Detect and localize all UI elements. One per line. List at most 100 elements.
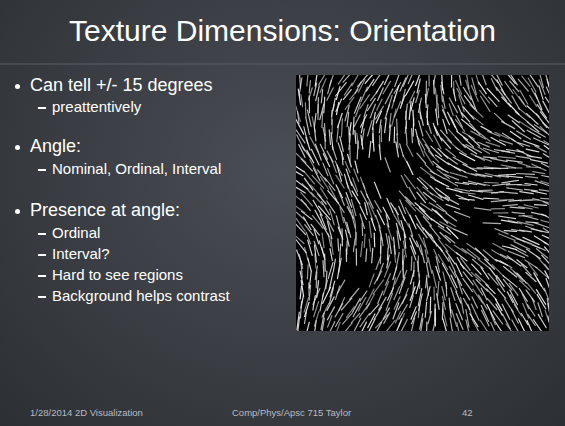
texture-stroke	[481, 96, 490, 111]
texture-stroke	[300, 301, 301, 318]
texture-stroke	[305, 103, 307, 117]
texture-stroke	[389, 236, 392, 253]
texture-stroke	[541, 163, 549, 169]
texture-stroke	[415, 203, 425, 212]
texture-stroke	[489, 97, 497, 106]
texture-stroke	[329, 130, 330, 145]
texture-stroke	[403, 241, 406, 257]
texture-stroke	[312, 149, 320, 165]
texture-stroke	[410, 296, 413, 308]
bullet-dot	[15, 145, 20, 150]
texture-stroke	[543, 202, 549, 208]
texture-stroke	[499, 216, 516, 219]
texture-stroke	[531, 160, 548, 163]
texture-stroke	[296, 152, 306, 163]
texture-stroke	[378, 88, 384, 101]
texture-stroke	[402, 261, 403, 277]
orientation-texture	[296, 75, 549, 331]
texture-stroke	[449, 98, 457, 113]
texture-stroke	[509, 283, 518, 295]
texture-stroke	[369, 239, 370, 251]
texture-stroke	[426, 322, 428, 331]
texture-stroke	[418, 303, 420, 317]
texture-stroke	[427, 287, 431, 301]
texture-stroke	[336, 322, 340, 331]
texture-stroke	[298, 89, 300, 105]
texture-stroke	[304, 171, 315, 184]
texture-strokes	[296, 75, 549, 331]
texture-stroke	[512, 320, 519, 331]
texture-stroke	[417, 153, 426, 163]
texture-stroke	[452, 310, 457, 327]
texture-stroke	[498, 157, 515, 159]
texture-stroke	[437, 294, 439, 310]
texture-stroke	[305, 302, 309, 316]
texture-stroke	[481, 288, 487, 300]
texture-stroke	[502, 97, 511, 106]
sub-bullet-text: Background helps contrast	[52, 287, 230, 304]
texture-stroke	[403, 217, 409, 228]
sub-bullet-dash	[38, 169, 46, 171]
texture-stroke	[380, 246, 382, 264]
texture-stroke	[369, 274, 374, 287]
texture-stroke	[444, 155, 457, 165]
texture-stroke	[314, 168, 321, 181]
texture-stroke	[456, 304, 463, 320]
texture-stroke	[502, 304, 510, 319]
texture-stroke	[469, 136, 480, 146]
texture-stroke	[455, 137, 465, 147]
texture-stroke	[517, 131, 531, 139]
texture-stroke	[361, 191, 368, 204]
texture-stroke	[376, 257, 381, 270]
texture-stroke	[330, 281, 335, 297]
texture-stroke	[301, 95, 303, 107]
texture-stroke	[479, 82, 487, 94]
texture-stroke	[501, 151, 514, 153]
texture-stroke	[381, 126, 382, 142]
sub-bullet-dash	[38, 107, 46, 109]
texture-stroke	[420, 319, 423, 331]
texture-stroke	[379, 297, 386, 310]
texture-stroke	[405, 175, 416, 189]
texture-stroke	[512, 212, 524, 213]
texture-stroke	[518, 79, 528, 91]
texture-stroke	[501, 165, 516, 168]
texture-stroke	[520, 192, 533, 194]
texture-stroke	[512, 121, 524, 132]
texture-stroke	[542, 255, 549, 268]
texture-stroke	[357, 141, 359, 159]
texture-stroke	[385, 118, 387, 132]
texture-stroke	[335, 161, 342, 176]
texture-stroke	[332, 146, 337, 159]
texture-stroke	[500, 199, 514, 201]
texture-stroke	[383, 281, 388, 295]
texture-stroke	[437, 204, 447, 212]
texture-stroke	[495, 113, 505, 122]
texture-stroke	[383, 308, 389, 319]
texture-stroke	[529, 264, 538, 276]
texture-stroke	[534, 222, 549, 227]
texture-stroke	[535, 146, 547, 152]
texture-stroke	[544, 146, 549, 155]
texture-stroke	[539, 86, 543, 100]
texture-stroke	[395, 75, 399, 86]
sub-bullet-text: Interval?	[52, 245, 110, 262]
texture-stroke	[306, 322, 309, 331]
texture-stroke	[493, 244, 506, 251]
texture-stroke	[400, 144, 404, 157]
texture-stroke	[523, 237, 539, 244]
texture-stroke	[409, 102, 411, 120]
texture-stroke	[459, 199, 474, 201]
texture-stroke	[378, 291, 383, 303]
texture-stroke	[347, 222, 351, 237]
texture-stroke	[472, 264, 482, 274]
texture-stroke	[351, 314, 359, 323]
texture-stroke	[510, 81, 519, 91]
texture-stroke	[432, 271, 436, 288]
texture-stroke	[296, 164, 304, 172]
texture-stroke	[351, 182, 358, 196]
texture-stroke	[310, 160, 318, 174]
texture-stroke	[445, 197, 458, 204]
texture-stroke	[519, 97, 526, 108]
texture-stroke	[460, 192, 475, 194]
